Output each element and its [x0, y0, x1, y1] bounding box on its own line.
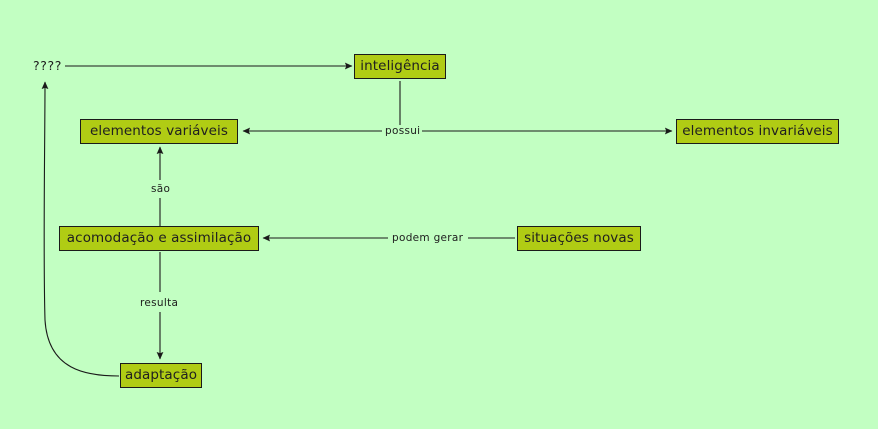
- node-elementos-invariaveis[interactable]: elementos invariáveis: [676, 119, 839, 144]
- node-adaptacao[interactable]: adaptação: [120, 363, 202, 388]
- edge-adaptacao-to-unknown: [41, 81, 120, 377]
- edge-label-resulta: resulta: [138, 297, 181, 309]
- node-situacoes-novas[interactable]: situações novas: [517, 226, 641, 251]
- node-unknown: ????: [33, 58, 62, 73]
- edge-label-sao: são: [149, 183, 173, 195]
- edge-label-podem-gerar: podem gerar: [390, 232, 466, 244]
- node-inteligencia[interactable]: inteligência: [354, 54, 446, 79]
- node-acomodacao-e-assimilacao[interactable]: acomodação e assimilação: [59, 226, 259, 251]
- node-elementos-variaveis[interactable]: elementos variáveis: [80, 119, 238, 144]
- edge-label-possui: possui: [383, 125, 423, 137]
